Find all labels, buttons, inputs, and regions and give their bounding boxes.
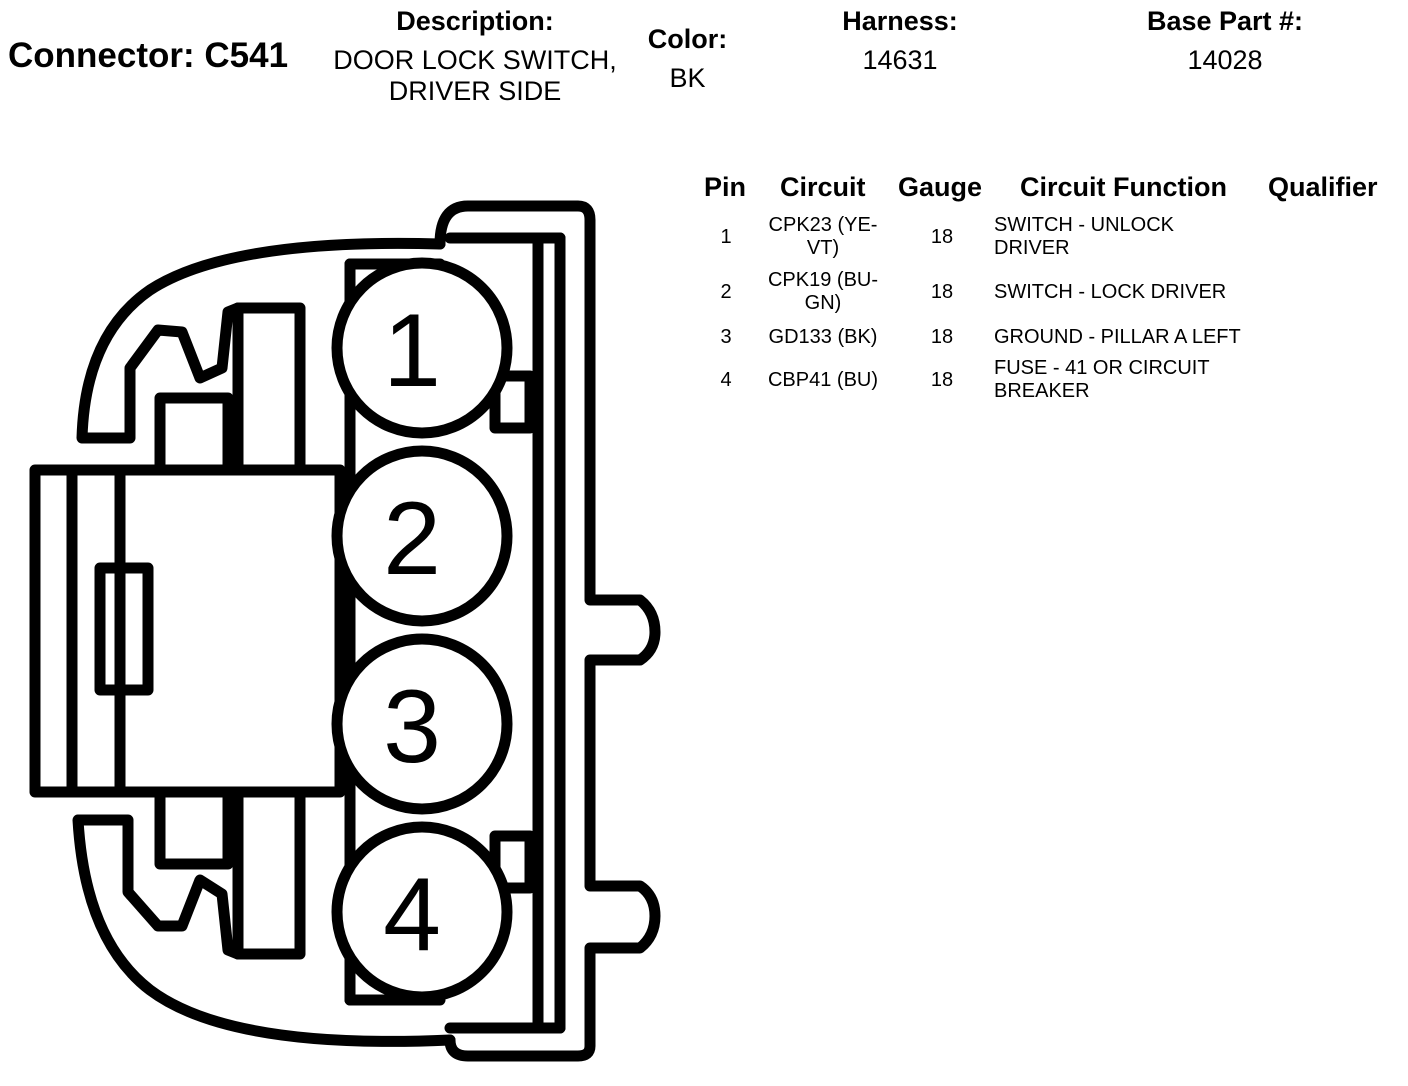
pin-gauge: 18 <box>930 369 954 391</box>
cavity-1 <box>331 257 513 439</box>
keying-block <box>489 370 536 434</box>
col-header-pin: Pin <box>704 172 747 202</box>
cavity-3 <box>331 633 513 815</box>
latch-block-lower <box>154 786 234 870</box>
pin-number: 1 <box>720 226 732 248</box>
pin-number: 3 <box>720 326 732 348</box>
pin-circuit: GD133 (BK) <box>768 326 878 348</box>
description-line1: DOOR LOCK SWITCH, <box>333 45 617 75</box>
housing-lower-arc <box>72 786 456 1047</box>
cavity-label-3: 3 <box>383 669 441 785</box>
cavity-label-2: 2 <box>383 481 441 597</box>
base-part-value: 14028 <box>1187 45 1263 75</box>
body-slot <box>94 562 154 696</box>
base-part-label: Base Part #: <box>1146 6 1304 36</box>
harness-label: Harness: <box>842 6 958 36</box>
pin-gauge: 18 <box>930 281 954 303</box>
col-header-gauge: Gauge <box>898 172 983 202</box>
pin-function: FUSE - 41 OR CIRCUIT BREAKER <box>994 357 1210 402</box>
connector-outer-frame <box>434 200 661 1062</box>
pin-function: SWITCH - LOCK DRIVER <box>994 281 1227 303</box>
pin-function: GROUND - PILLAR A LEFT <box>994 326 1241 348</box>
pin-number: 2 <box>720 281 732 303</box>
harness-value: 14631 <box>862 45 938 75</box>
cavity-label-4: 4 <box>383 857 441 973</box>
pin-gauge: 18 <box>930 226 954 248</box>
connector-body <box>29 464 346 798</box>
col-header-qualifier: Qualifier <box>1268 172 1378 202</box>
pin-number: 4 <box>720 369 732 391</box>
description-block: Description: DOOR LOCK SWITCH, DRIVER SI… <box>320 6 630 107</box>
cavity-4 <box>331 821 513 1003</box>
description-label: Description: <box>396 6 554 36</box>
housing-upper-arc <box>76 237 446 476</box>
color-value: BK <box>669 63 706 93</box>
latch-block-upper <box>154 392 234 476</box>
cavity-2 <box>331 445 513 627</box>
col-header-function: Circuit Function <box>1020 172 1227 202</box>
connector-face-diagram: 1 2 3 4 <box>29 200 661 1062</box>
pin-function: SWITCH - UNLOCK DRIVER <box>994 214 1174 259</box>
description-line2: DRIVER SIDE <box>388 76 562 106</box>
connector-title: Connector: C541 <box>8 36 289 75</box>
color-label: Color: <box>647 24 728 54</box>
pin-circuit: CPK19 (BU-GN) <box>767 269 879 314</box>
cavity-label-1: 1 <box>383 293 441 409</box>
color-block: Color: BK <box>630 24 745 94</box>
harness-block: Harness: 14631 <box>800 6 1000 76</box>
pin-circuit: CBP41 (BU) <box>767 369 879 391</box>
col-header-circuit: Circuit <box>780 172 866 202</box>
pin-gauge: 18 <box>930 326 954 348</box>
pin-circuit: CPK23 (YE-VT) <box>768 214 878 259</box>
base-part-block: Base Part #: 14028 <box>1115 6 1335 76</box>
